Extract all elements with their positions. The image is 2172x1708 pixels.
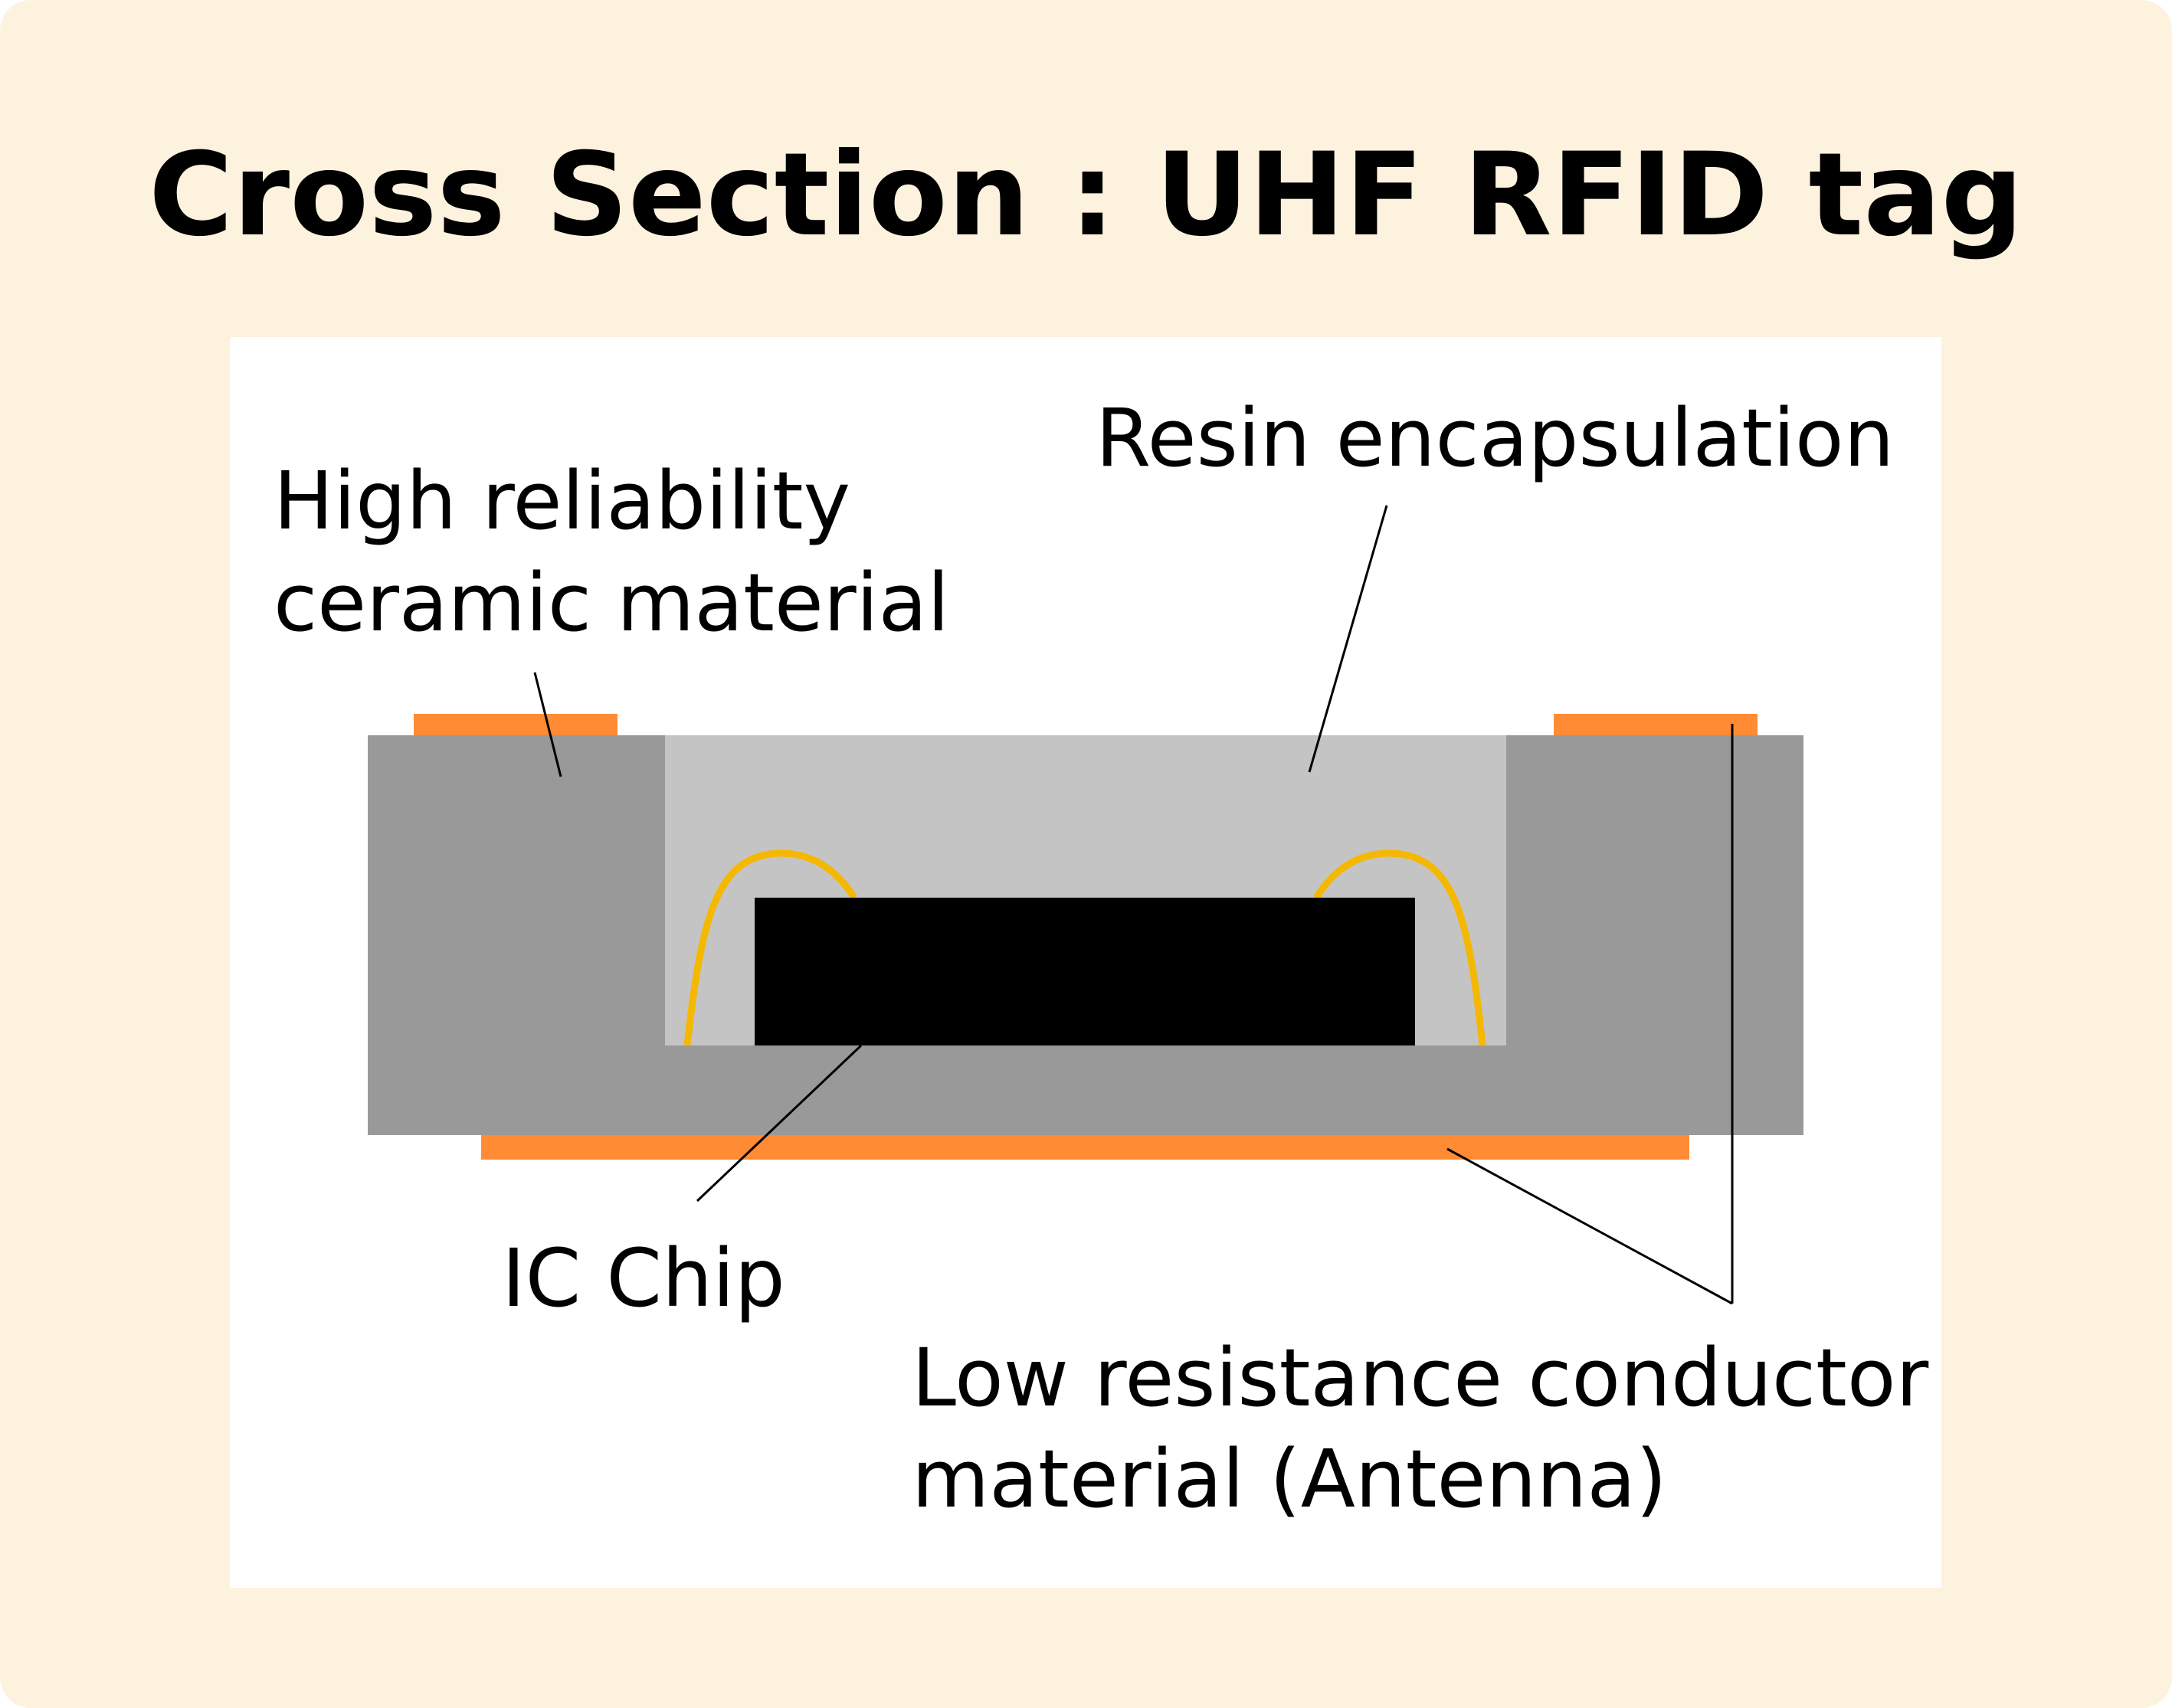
antenna-pad-left xyxy=(414,714,618,735)
antenna-conductor-bottom xyxy=(481,1135,1689,1160)
antenna-pad-right xyxy=(1554,714,1758,735)
label-ic-chip: IC Chip xyxy=(502,1232,785,1325)
leader-line-ceramic xyxy=(533,672,562,777)
leader-line-ic-chip xyxy=(696,1044,863,1202)
label-ceramic-line2: ceramic material xyxy=(274,556,949,649)
ceramic-base xyxy=(368,1045,1803,1135)
bond-wire-right xyxy=(1313,849,1486,1046)
label-ceramic-line1: High reliability xyxy=(274,454,850,548)
ic-chip xyxy=(755,898,1415,1045)
leader-line-antenna-bottom xyxy=(1446,1147,1733,1305)
leader-line-resin xyxy=(1308,505,1388,773)
diagram-title: Cross Section : UHF RFID tag xyxy=(149,129,2023,262)
bond-wire-left xyxy=(683,849,857,1046)
label-conductor-line2: material (Antenna) xyxy=(912,1432,1667,1526)
label-resin: Resin encapsulation xyxy=(1096,391,1894,485)
label-conductor-line1: Low resistance conductor xyxy=(912,1331,1928,1425)
